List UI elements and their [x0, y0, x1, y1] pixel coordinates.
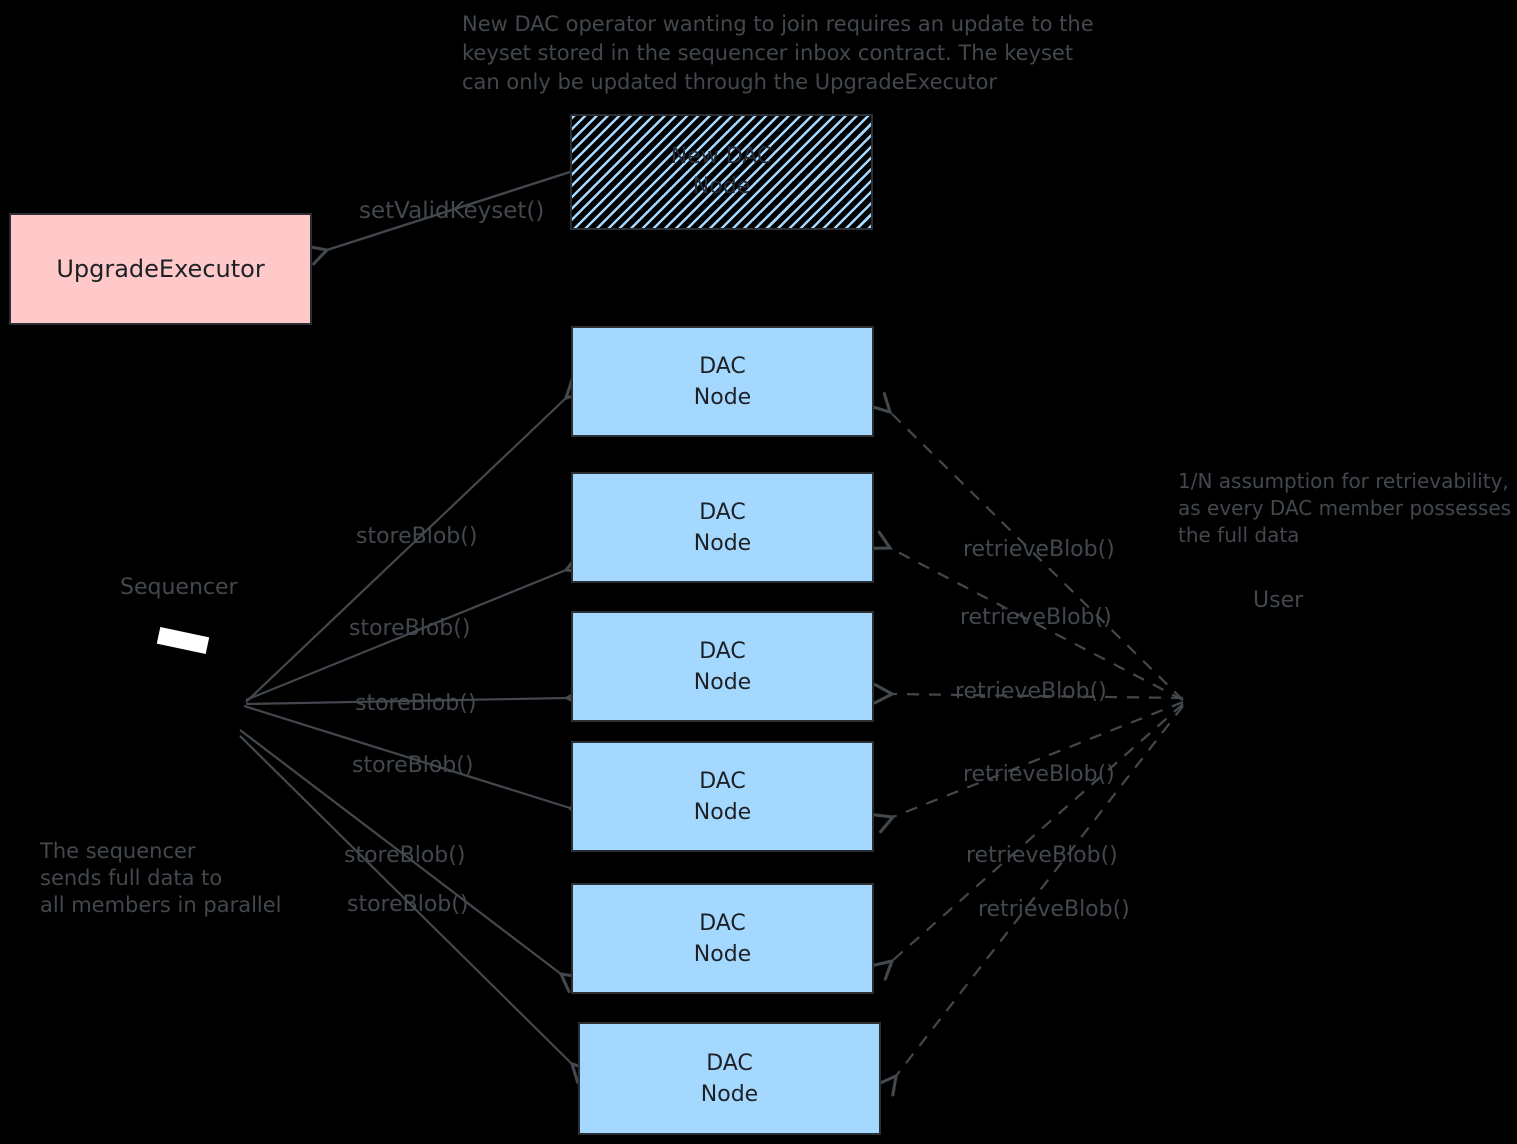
dac-node-3-line-1: DAC	[699, 638, 746, 664]
new-dac-node-label-line-1: New DAC	[670, 144, 773, 169]
arrow-store-blob-3	[245, 687, 586, 709]
sequencer-note: The sequencer sends full data to all mem…	[40, 838, 282, 919]
retrieve-blob-label-4: retrieveBlob()	[963, 762, 1115, 787]
store-blob-label-5: storeBlob()	[344, 843, 466, 868]
sequencer-note-line-3: all members in parallel	[40, 893, 282, 917]
arrows-retrieve-blob	[869, 392, 1184, 1097]
store-blob-label-6: storeBlob()	[347, 892, 469, 917]
arrow-store-blob-5	[239, 729, 582, 994]
dac-node-1-line-2: Node	[693, 384, 752, 410]
new-dac-node-label-line-2: Node	[692, 174, 751, 199]
top-note: New DAC operator wanting to join require…	[462, 10, 1094, 97]
arrows-store-blob	[239, 378, 592, 1084]
dac-node-box-2: DAC Node	[571, 472, 874, 583]
arrow-retrieve-blob-5	[871, 703, 1184, 981]
retrieve-blob-label-6: retrieveBlob()	[978, 897, 1130, 922]
new-dac-node-box: New DAC Node	[570, 114, 873, 230]
sequencer-label: Sequencer	[120, 575, 238, 600]
retrieve-blob-label-5: retrieveBlob()	[966, 843, 1118, 868]
dac-node-2-line-1: DAC	[699, 499, 746, 525]
dac-node-box-6: DAC Node	[578, 1022, 881, 1135]
sequencer-note-line-1: The sequencer	[40, 839, 196, 863]
arrow-retrieve-blob-2	[869, 530, 1184, 701]
upgrade-executor-label: UpgradeExecutor	[56, 255, 265, 283]
dac-node-box-1: DAC Node	[571, 326, 874, 437]
arrow-store-blob-4	[243, 704, 591, 824]
set-valid-keyset-label: setValidKeyset()	[359, 198, 545, 224]
dac-node-box-4: DAC Node	[571, 741, 874, 852]
arrow-retrieve-blob-3	[873, 683, 1184, 705]
dac-node-2-line-2: Node	[693, 530, 752, 556]
dac-node-6-line-1: DAC	[706, 1050, 753, 1076]
dac-node-box-3: DAC Node	[571, 611, 874, 722]
retrieve-blob-label-1: retrieveBlob()	[963, 537, 1115, 562]
user-label: User	[1253, 588, 1304, 613]
dac-node-4-line-1: DAC	[699, 768, 746, 794]
retrievability-note-line-2: as every DAC member possesses	[1178, 496, 1512, 520]
store-blob-label-2: storeBlob()	[349, 616, 471, 641]
dac-node-5-line-1: DAC	[699, 910, 746, 936]
retrievability-note-line-3: the full data	[1178, 523, 1300, 547]
dac-node-box-5: DAC Node	[571, 883, 874, 994]
dac-node-5-line-2: Node	[693, 941, 752, 967]
store-blob-label-3: storeBlob()	[355, 691, 477, 716]
arrow-store-blob-2	[245, 553, 587, 702]
top-note-line-1: New DAC operator wanting to join require…	[462, 12, 1094, 36]
retrieve-blob-label-2: retrieveBlob()	[960, 605, 1112, 630]
arrow-retrieve-blob-4	[872, 700, 1184, 834]
top-note-line-2: keyset stored in the sequencer inbox con…	[462, 41, 1074, 65]
store-blob-label-1: storeBlob()	[356, 524, 478, 549]
dac-node-6-line-2: Node	[700, 1081, 759, 1107]
dac-node-1-line-1: DAC	[699, 353, 746, 379]
arrow-store-blob-1	[245, 378, 587, 703]
retrieve-blob-label-3: retrieveBlob()	[955, 679, 1107, 704]
arrow-set-valid-keyset	[306, 170, 571, 266]
top-note-line-3: can only be updated through the UpgradeE…	[462, 70, 998, 94]
retrievability-note-line-1: 1/N assumption for retrievability,	[1178, 469, 1509, 493]
retrievability-note: 1/N assumption for retrievability, as ev…	[1178, 468, 1511, 549]
upgrade-executor-box: UpgradeExecutor	[9, 213, 312, 325]
arrow-retrieve-blob-1	[870, 392, 1184, 701]
arrow-store-blob-6	[239, 735, 592, 1084]
sequencer-note-line-2: sends full data to	[40, 866, 223, 890]
store-blob-label-4: storeBlob()	[352, 753, 474, 778]
dac-node-4-line-2: Node	[693, 799, 752, 825]
dac-node-3-line-2: Node	[693, 669, 752, 695]
